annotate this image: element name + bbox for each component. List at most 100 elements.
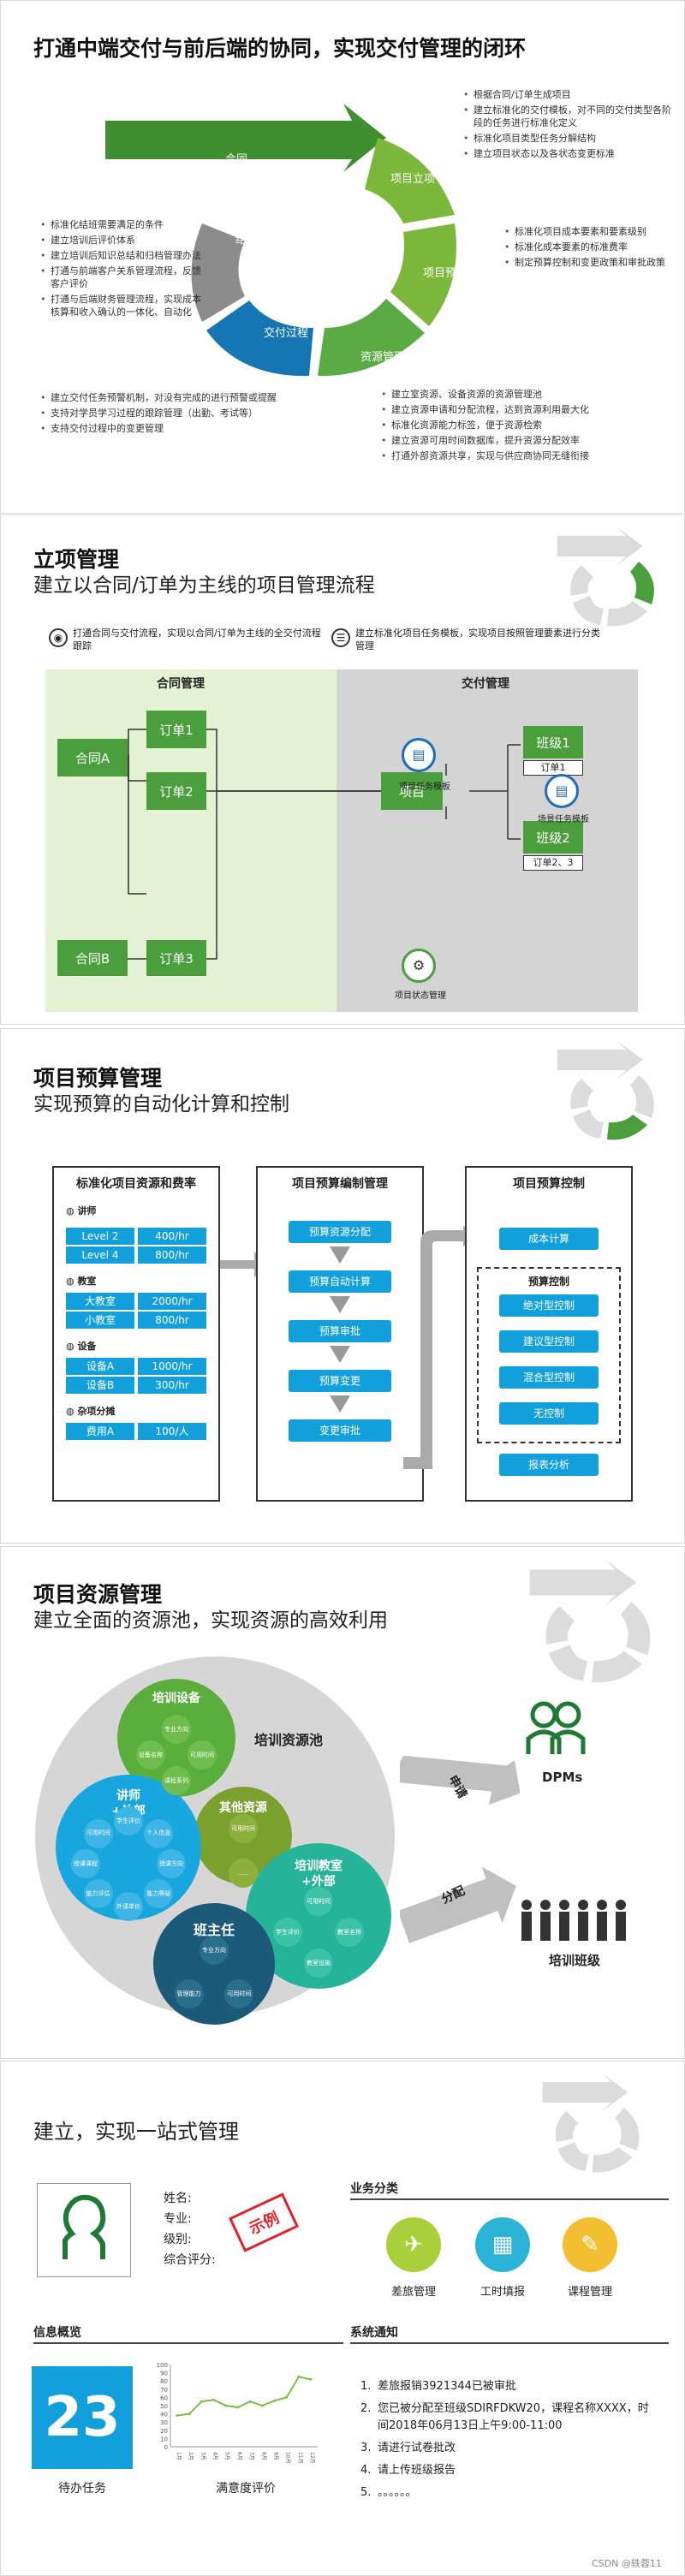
notice-item[interactable]: 2.您已被分配至班级SDIRFDKW20，课程名称XXXX，时间2018年06月… (360, 2400, 652, 2435)
notice-text: 差旅报销3921344已被审批 (378, 2380, 516, 2393)
profile-field: 专业: (164, 2212, 192, 2226)
contract-panel-title: 合同管理 (157, 677, 205, 691)
lead-tag: 管理能力 (174, 1979, 204, 2008)
slide5-title: 建立，实现一站式管理 (33, 2120, 239, 2144)
control-option[interactable]: 建议型控制 (499, 1330, 599, 1353)
sample-stamp: 示例 (228, 2192, 300, 2252)
contract-b-box[interactable]: 合同B (57, 940, 128, 976)
class-1-box[interactable]: 班级1 (523, 726, 583, 759)
teacher-tag: 能力等级 (144, 1879, 174, 1909)
notice-item[interactable]: 3.请进行试卷批改 (360, 2440, 652, 2457)
x-tick-label: 4月 (212, 2452, 218, 2460)
x-tick-label: 10月 (285, 2452, 291, 2464)
slide4-title: 项目资源管理 (33, 1582, 163, 1607)
order-1-box[interactable]: 订单1 (146, 711, 206, 748)
biz-timesheet-label[interactable]: 工时填报 (480, 2286, 525, 2299)
class-2-box[interactable]: 班级2 (523, 821, 583, 854)
scene-template-label: 场景任务模板 (538, 815, 589, 824)
other-label: 其他资源 (219, 1801, 267, 1815)
course-icon[interactable]: ✎ (563, 2217, 617, 2272)
notice-item[interactable]: 1.差旅报销3921344已被审批 (360, 2378, 652, 2395)
notice-item[interactable]: 5.。。。。。。 (360, 2484, 652, 2502)
budget-step[interactable]: 预算资源分配 (289, 1221, 391, 1243)
data-point (224, 2404, 228, 2407)
travel-icon[interactable]: ✈ (386, 2217, 441, 2272)
equipment-label: 培训设备 (152, 1692, 200, 1705)
budget-step[interactable]: 变更审批 (289, 1419, 391, 1442)
equipment-tag: 可用时间 (188, 1740, 217, 1770)
rate-value: 2000/hr (138, 1293, 206, 1310)
teacher-tag: 授课课程 (71, 1849, 100, 1878)
x-tick-label: 11月 (297, 2452, 303, 2464)
report-box[interactable]: 报表分析 (499, 1454, 599, 1476)
rate-item: 小教室 (66, 1312, 134, 1329)
y-tick-label: 70 (160, 2387, 168, 2394)
project-box[interactable]: 项目 (381, 772, 443, 810)
class-1-tag: 订单1 (523, 760, 583, 776)
y-tick-label: 100 (157, 2362, 168, 2369)
lead-circle[interactable]: 班主任 (153, 1903, 275, 2025)
rate-value: 400/hr (138, 1228, 206, 1245)
note: 建立项目状态以及各状态变更标准 (463, 147, 673, 160)
note: 打通与前端客户关系管理流程，反馈客户评价 (40, 265, 207, 290)
group-icon: ◍ (66, 1406, 78, 1417)
budget-step[interactable]: 预算变更 (289, 1370, 391, 1392)
control-option[interactable]: 混合型控制 (499, 1366, 599, 1389)
class-label: 培训班级 (549, 1953, 601, 1968)
note: 支持交付过程中的变更管理 (40, 422, 323, 435)
budget-step[interactable]: 预算审批 (289, 1320, 391, 1342)
budget-step[interactable]: 预算自动计算 (289, 1270, 391, 1293)
group-teacher: ◍ 讲师 (66, 1204, 96, 1217)
timesheet-icon[interactable]: ▦ (475, 2217, 530, 2272)
todo-count[interactable]: 23 (32, 2366, 133, 2469)
control-option[interactable]: 无控制 (499, 1402, 599, 1425)
control-option[interactable]: 绝对型控制 (499, 1294, 599, 1317)
data-point (236, 2406, 240, 2409)
template-icon: ☰ (331, 628, 350, 647)
biz-course-label[interactable]: 课程管理 (567, 2286, 612, 2299)
y-tick-label: 60 (160, 2395, 168, 2401)
order-3-box[interactable]: 订单3 (146, 940, 206, 976)
info-header: 信息概览 (33, 2326, 81, 2340)
lead-label: 班主任 (193, 1922, 235, 1938)
down-arrow-icon (330, 1246, 350, 1264)
notice-header: 系统通知 (350, 2326, 398, 2340)
x-tick-label: 3月 (200, 2452, 206, 2460)
notice-text: 您已被分配至班级SDIRFDKW20，课程名称XXXX，时间2018年06月13… (378, 2402, 649, 2432)
y-tick-label: 30 (160, 2419, 168, 2426)
cost-calc-box[interactable]: 成本计算 (499, 1228, 599, 1250)
notice-item[interactable]: 4.请上传班级报告 (360, 2462, 652, 2479)
cycle-logo-icon (542, 2073, 640, 2173)
biz-header: 业务分类 (350, 2182, 398, 2196)
avatar (37, 2183, 131, 2277)
rate-item: 大教室 (66, 1293, 134, 1310)
note: 建立培训后知识总结和归档管理办法 (40, 249, 207, 262)
biz-travel-label[interactable]: 差旅管理 (390, 2286, 436, 2299)
flow-arrows (400, 1755, 520, 1943)
y-tick-label: 10 (160, 2436, 168, 2442)
y-tick-label: 0 (164, 2444, 168, 2451)
data-point (260, 2404, 264, 2407)
rate-item: Level 2 (66, 1228, 134, 1245)
rate-value: 300/hr (138, 1377, 206, 1394)
group-icon: ◍ (66, 1341, 78, 1352)
setup-segment (365, 138, 455, 223)
order-2-box[interactable]: 订单2 (146, 772, 206, 810)
teacher-tag: 能力评估 (83, 1879, 113, 1909)
slide3-title: 项目预算管理 (33, 1066, 163, 1091)
contract-a-box[interactable]: 合同A (57, 739, 128, 776)
profile-field: 级别: (164, 2233, 192, 2246)
equipment-tag: 课程系列 (162, 1766, 191, 1795)
data-point (188, 2412, 191, 2416)
setup-notes: 根据合同/订单生成项目 建立标准化的交付模板，对不同的交付类型各阶段的任务进行标… (463, 88, 673, 163)
budget-notes: 标准化项目成本要素和要素级别 标准化成本要素的标准费率 制定预算控制和变更政策和… (504, 225, 671, 271)
slide-one-stop: 建立，实现一站式管理 姓名:专业:级别:综合评分: 示例 业务分类 ✈ ▦ ✎ … (0, 2061, 685, 2576)
group-label: 教室 (77, 1276, 97, 1287)
slide-project-setup: 立项管理 建立以合同/订单为主线的项目管理流程 ◉ 打通合同与交付流程，实现以合… (0, 515, 685, 1025)
notice-text: 。。。。。。 (378, 2486, 417, 2499)
dpms-label: DPMs (542, 1770, 583, 1785)
teacher-tag: 学生评价 (114, 1806, 143, 1835)
